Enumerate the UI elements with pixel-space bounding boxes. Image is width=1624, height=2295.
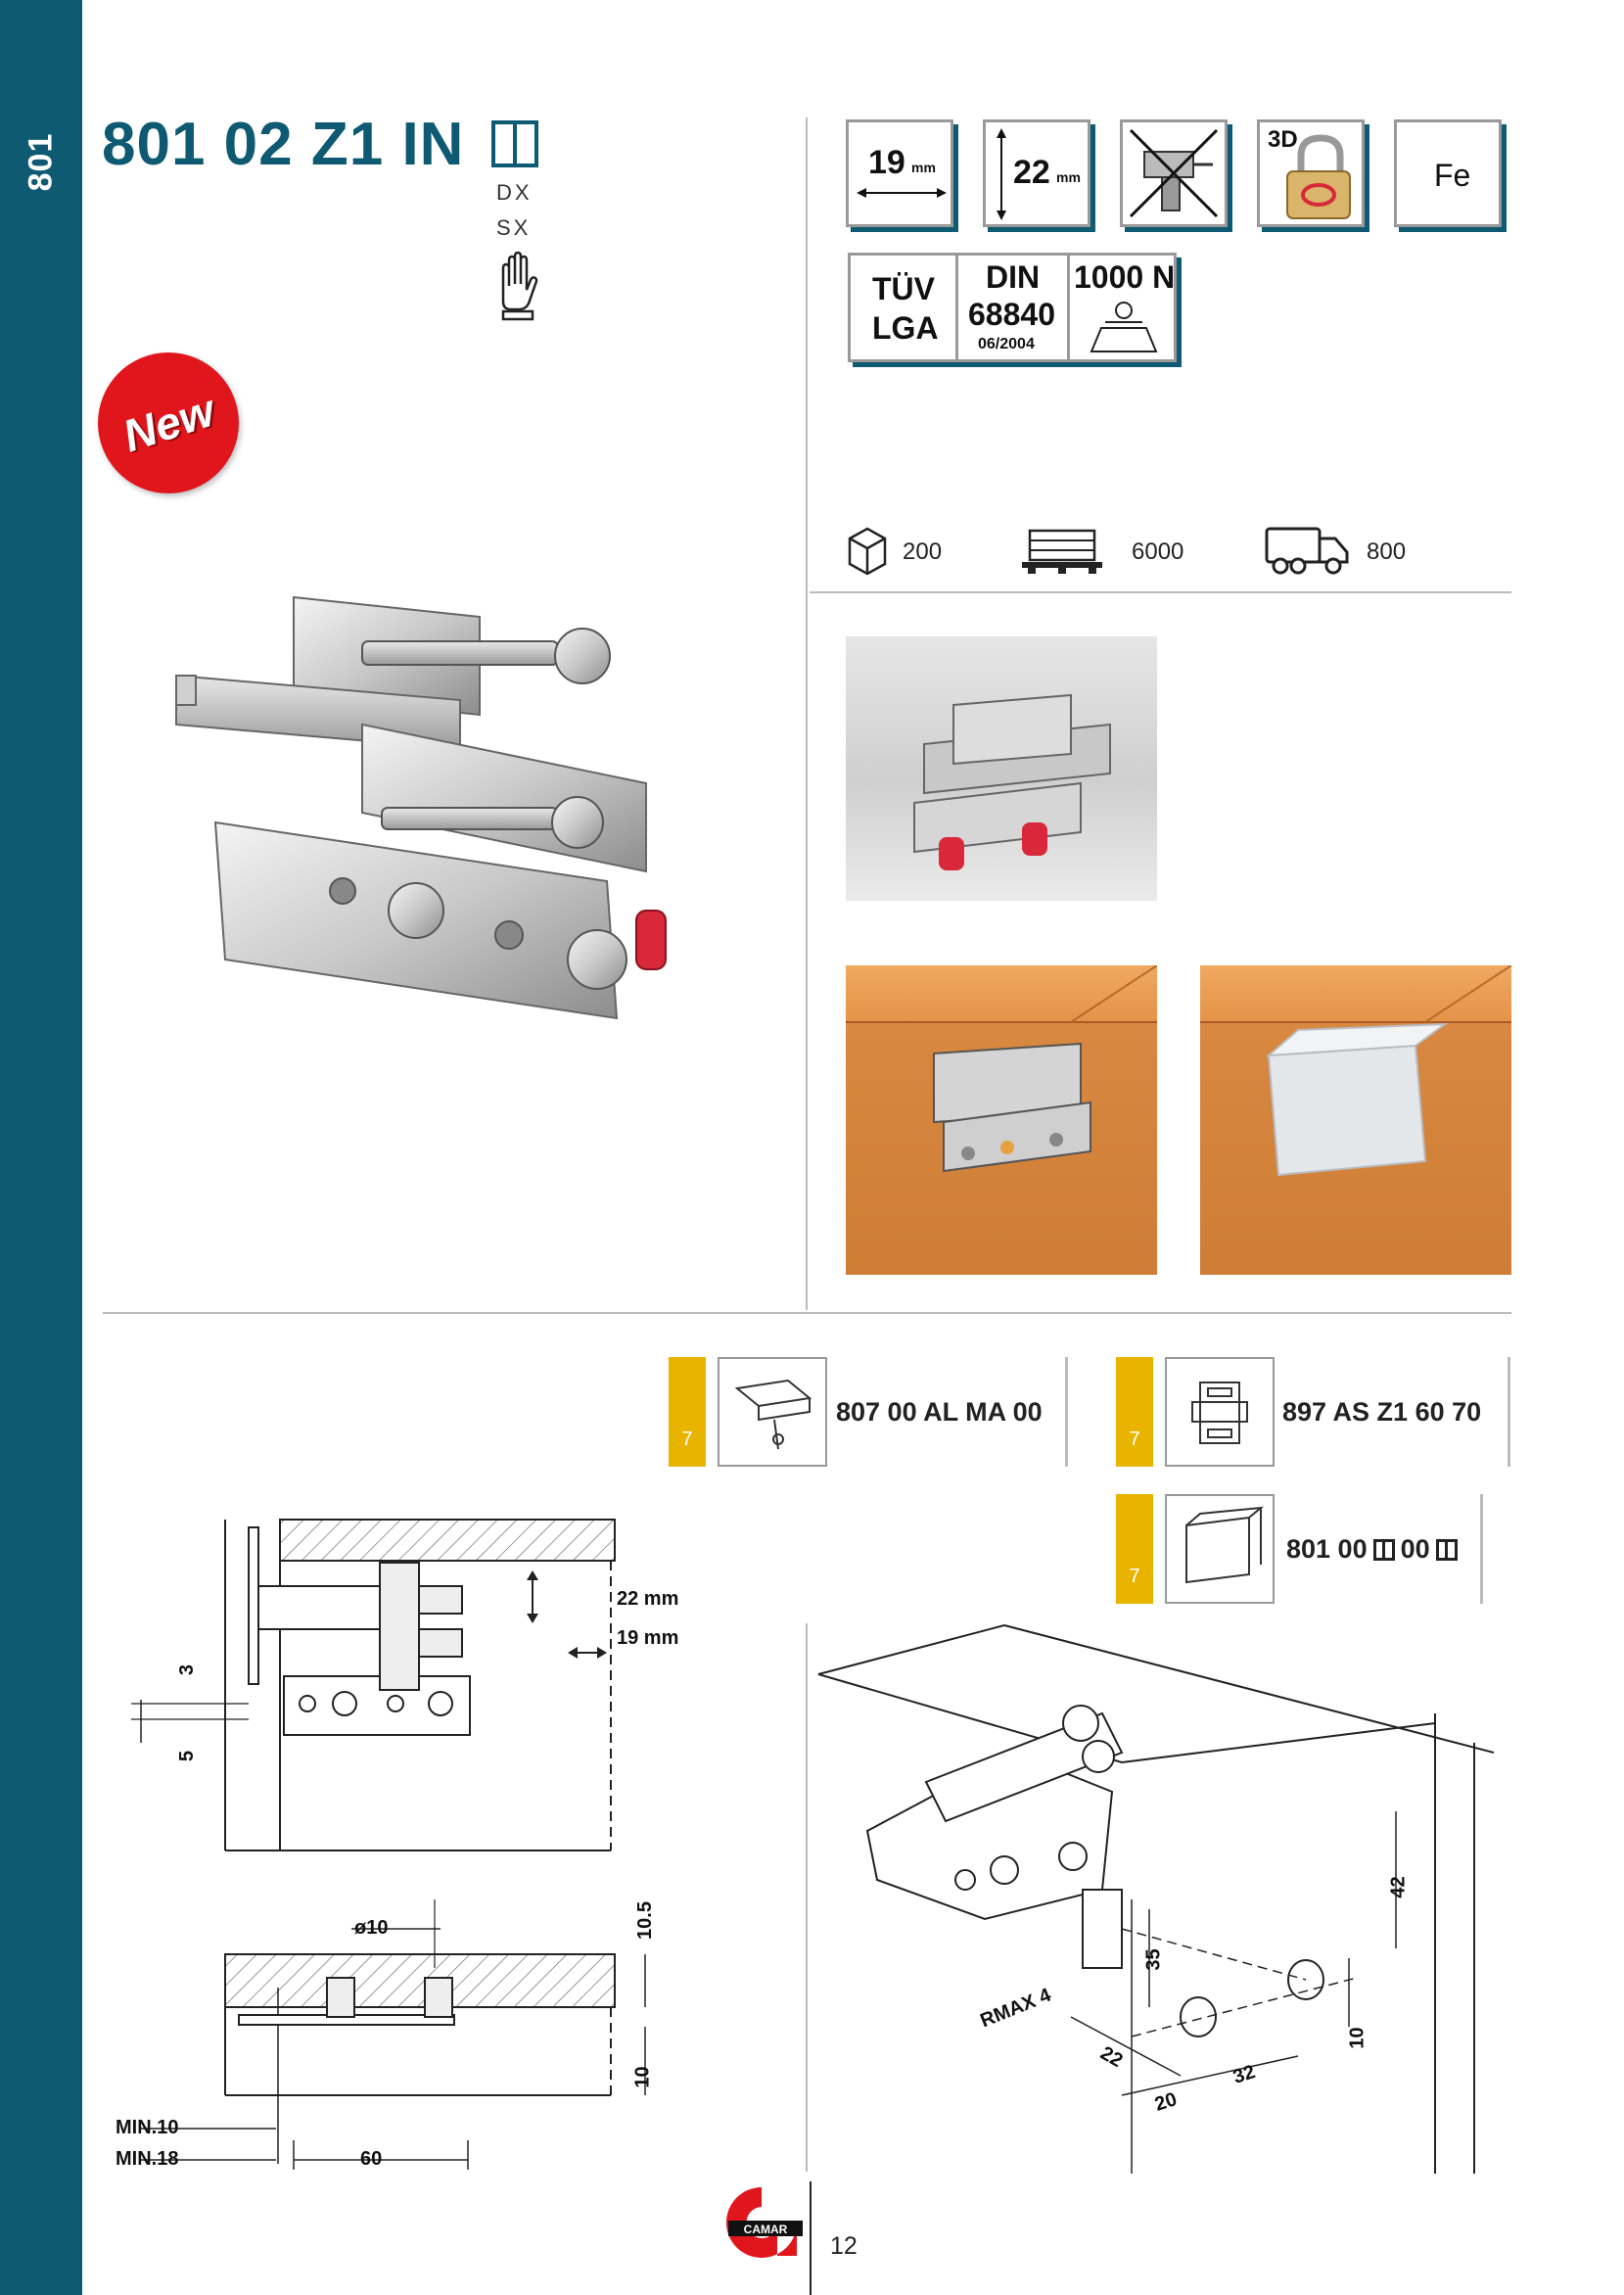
camar-logo: CAMAR xyxy=(726,2187,803,2258)
section-divider xyxy=(103,1312,1511,1314)
ref-code-3-part1: 801 00 xyxy=(1286,1534,1368,1564)
din-cell: DIN 68840 06/2004 xyxy=(958,256,1070,359)
box-icon xyxy=(848,527,887,576)
side-left-label: SX xyxy=(496,215,532,240)
vertical-arrow-icon xyxy=(997,128,1006,220)
product-photo xyxy=(175,595,667,1020)
dim-42-label: 42 xyxy=(1387,1876,1410,1898)
drawing-divider xyxy=(806,1623,808,2172)
technical-drawing-left xyxy=(131,1519,646,2170)
material-label: Fe xyxy=(1434,158,1471,193)
width-value: 19 xyxy=(868,144,905,181)
height-unit: mm xyxy=(1056,169,1081,185)
pallet-quantity: 6000 xyxy=(1132,539,1184,565)
padlock-icon xyxy=(1286,134,1351,219)
truck-quantity: 800 xyxy=(1367,539,1407,565)
camar-logo-text: CAMAR xyxy=(744,2223,788,2236)
sidebar-band: 801 xyxy=(0,0,82,2295)
pallet-icon xyxy=(1022,529,1102,574)
ref-thumb-1[interactable] xyxy=(718,1357,827,1467)
dim-35-label: 35 xyxy=(1142,1948,1165,1971)
cover-cap-photo xyxy=(1200,965,1511,1275)
certification-box: TÜV LGA DIN 68840 06/2004 1000 N xyxy=(848,253,1177,362)
technical-drawing-right xyxy=(817,1624,1495,2174)
tuv-cell: TÜV LGA xyxy=(851,256,958,359)
material-box: Fe xyxy=(1394,119,1502,227)
product-studio-photo xyxy=(846,636,1157,901)
side-right-label: DX xyxy=(496,180,533,205)
column-divider xyxy=(806,117,808,1310)
double-panel-small-icon-2 xyxy=(1435,1538,1458,1561)
shelf-load-icon xyxy=(1090,302,1158,352)
product-title: 801 02 Z1 IN xyxy=(102,111,465,178)
dim-3-label: 3 xyxy=(176,1663,199,1676)
diameter-label: ø10 xyxy=(354,1917,389,1939)
dim-60-label: 60 xyxy=(360,2148,383,2170)
ref-code-3: 801 00 00 xyxy=(1286,1534,1458,1565)
cabinet-installed-photo xyxy=(846,965,1157,1275)
hand-icon xyxy=(501,251,538,321)
dim-10-5-label: 10.5 xyxy=(633,1901,656,1940)
din-line2: 68840 xyxy=(968,297,1055,332)
din-line1: DIN xyxy=(986,259,1041,295)
ref-thumb-2[interactable] xyxy=(1165,1357,1275,1467)
pack-divider xyxy=(810,591,1511,593)
no-drill-box xyxy=(1120,119,1228,227)
din-date: 06/2004 xyxy=(978,336,1035,352)
ref-end-1 xyxy=(1065,1357,1068,1467)
section-code: 801 xyxy=(20,122,63,201)
lock-3d-box: 3D xyxy=(1257,119,1365,227)
load-cell: 1000 N xyxy=(1070,256,1176,359)
ref-end-2 xyxy=(1508,1357,1510,1467)
adjust-vertical-label: 22 mm xyxy=(617,1588,679,1610)
height-value: 22 xyxy=(1013,154,1050,191)
mounting-plate-icon xyxy=(1191,1382,1248,1444)
width-unit: mm xyxy=(911,160,936,175)
ref-flag-3: 7 xyxy=(1116,1494,1153,1604)
ref-end-3 xyxy=(1480,1494,1483,1604)
width-spec-box: 19 mm xyxy=(846,119,953,227)
no-drill-icon xyxy=(1129,128,1219,218)
tuv-line1: TÜV xyxy=(872,271,935,306)
horizontal-arrow-icon xyxy=(857,188,947,198)
dim-5-label: 5 xyxy=(176,1750,199,1762)
min-10-label: MIN.10 xyxy=(116,2117,179,2138)
new-badge: New xyxy=(98,352,239,493)
clip-accessory-icon xyxy=(734,1379,812,1450)
cover-cap-icon xyxy=(1185,1506,1265,1584)
truck-icon xyxy=(1265,527,1349,575)
ref-code-3-part2: 00 xyxy=(1400,1534,1430,1564)
new-badge-label: New xyxy=(116,384,221,462)
tuv-line2: LGA xyxy=(872,310,939,346)
footer-divider xyxy=(810,2181,812,2295)
double-panel-small-icon xyxy=(1372,1538,1395,1561)
adjust-horizontal-label: 19 mm xyxy=(617,1627,679,1649)
ref-flag-2: 7 xyxy=(1116,1357,1153,1467)
double-panel-icon xyxy=(491,120,538,167)
ref-code-1: 807 00 AL MA 00 xyxy=(836,1397,1043,1427)
lock-3d-label: 3D xyxy=(1268,126,1298,153)
box-quantity: 200 xyxy=(903,539,943,565)
section-code-label: 801 xyxy=(22,132,60,191)
ref-code-2: 897 AS Z1 60 70 xyxy=(1282,1397,1482,1427)
dim-10-right-label: 10 xyxy=(1346,2027,1369,2049)
page-number: 12 xyxy=(830,2232,858,2260)
dim-10-label: 10 xyxy=(631,2066,654,2088)
load-value: 1000 N xyxy=(1074,259,1176,295)
ref-flag-1: 7 xyxy=(669,1357,706,1467)
ref-thumb-3[interactable] xyxy=(1165,1494,1275,1604)
height-spec-box: 22 mm xyxy=(983,119,1090,227)
min-18-label: MIN.18 xyxy=(116,2148,179,2170)
